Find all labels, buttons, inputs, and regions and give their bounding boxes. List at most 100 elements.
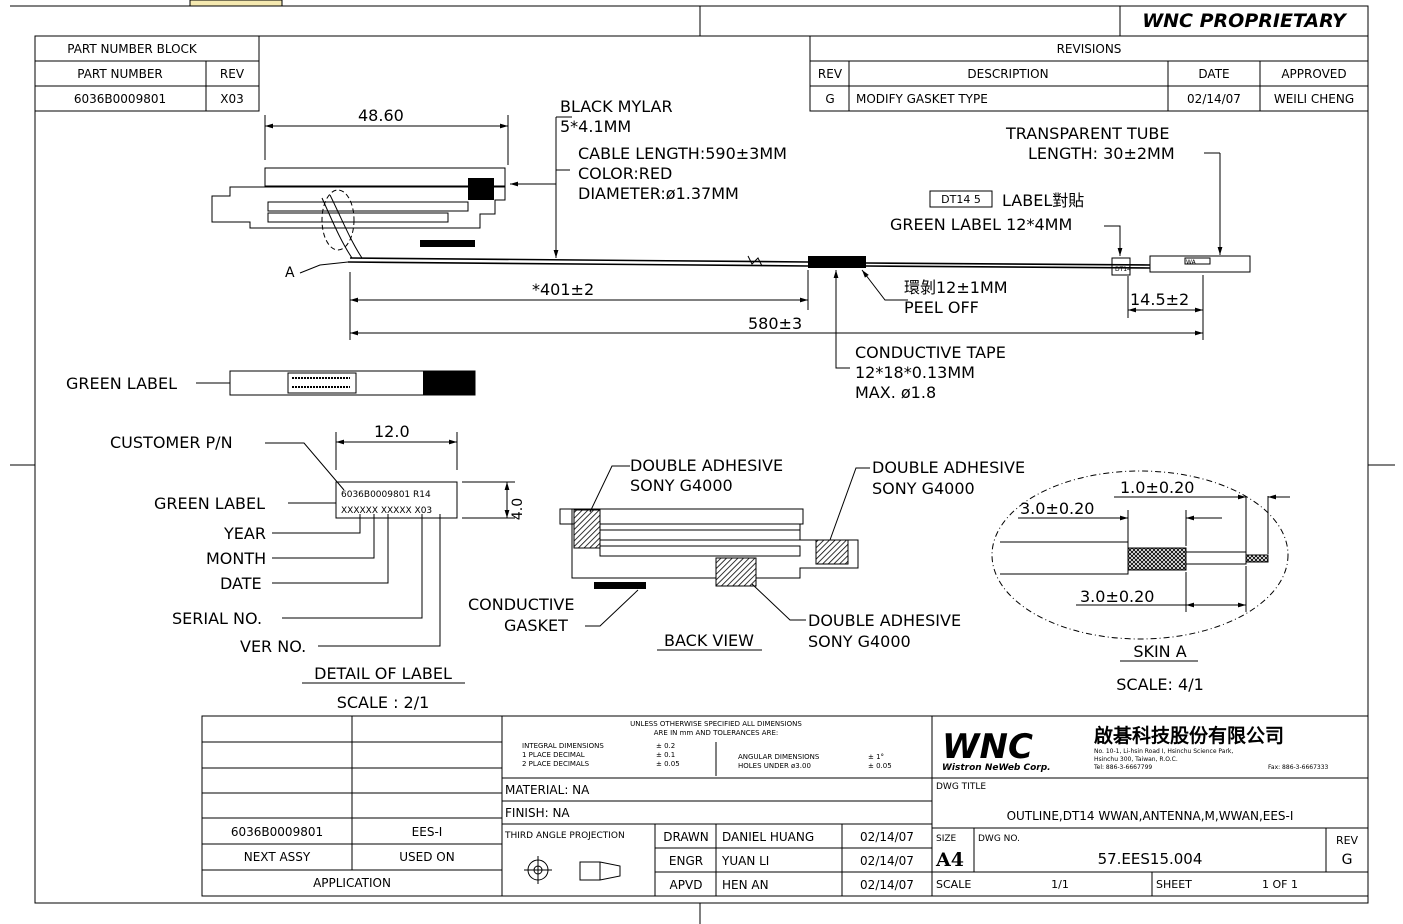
conductive-tape-note: CONDUCTIVE TAPE — [855, 343, 1006, 362]
serial-label: SERIAL NO. — [172, 609, 262, 628]
drawn-name: DANIEL HUANG — [722, 830, 814, 844]
title-block — [201, 715, 1369, 897]
dim-14-5: 14.5±2 — [1130, 290, 1189, 309]
part-block-title: PART NUMBER BLOCK — [67, 42, 198, 56]
company-chinese-name: 啟碁科技股份有限公司 — [1094, 724, 1284, 747]
drawn-date: 02/14/07 — [860, 830, 914, 844]
engr-date: 02/14/07 — [860, 854, 914, 868]
skin-a-title: SKIN A — [1133, 642, 1186, 661]
company-address-1: No. 10-1, Li-hsin Road I, Hsinchu Scienc… — [1094, 748, 1233, 755]
tol-2place-value: ± 0.05 — [656, 760, 680, 768]
date-label: DATE — [220, 574, 262, 593]
small-label-dt14: DT14 — [1115, 266, 1131, 273]
sheet-value: 1 OF 1 — [1262, 878, 1298, 891]
skin-a-view — [991, 470, 1290, 662]
green-label-view — [196, 370, 476, 396]
skin-dim-3: 3.0±0.20 — [1080, 587, 1154, 606]
tol-holes: HOLES UNDER ø3.00 — [738, 762, 811, 770]
ver-label: VER NO. — [240, 637, 306, 656]
skin-a-scale: SCALE: 4/1 — [1116, 675, 1204, 694]
detail-scale: SCALE : 2/1 — [337, 693, 430, 712]
back-view — [559, 465, 870, 651]
dim-4-0: 4.0 — [510, 498, 526, 520]
small-label-tube: WA — [1186, 259, 1197, 266]
tol-1place-value: ± 0.1 — [656, 751, 675, 759]
part-number-block — [34, 35, 260, 112]
tol-angular: ANGULAR DIMENSIONS — [738, 753, 820, 761]
part-rev-value: X03 — [220, 92, 244, 106]
cable-color-note: COLOR:RED — [578, 164, 672, 183]
engr-label: ENGR — [669, 854, 703, 868]
label-line-1: 6036B0009801 R14 — [341, 490, 431, 500]
double-adhesive-1: DOUBLE ADHESIVE — [630, 456, 783, 475]
dim-48-60: 48.60 — [358, 106, 404, 125]
material-label: MATERIAL: NA — [505, 783, 590, 797]
application-model: EES-I — [412, 825, 443, 839]
company-address-2: Hsinchu 300, Taiwan, R.O.C. — [1094, 756, 1178, 763]
month-label: MONTH — [206, 549, 266, 568]
tol-1place: 1 PLACE DECIMAL — [522, 751, 585, 759]
tolerance-heading-2: ARE IN mm AND TOLERANCES ARE: — [654, 729, 778, 737]
dim-401: *401±2 — [532, 280, 594, 299]
application-label: APPLICATION — [313, 876, 391, 890]
apvd-date: 02/14/07 — [860, 878, 914, 892]
marker-a: A — [285, 265, 295, 281]
rev-label: REV — [1336, 834, 1359, 847]
conductive-gasket-label: CONDUCTIVE — [468, 595, 574, 614]
rev-row-date: 02/14/07 — [1187, 92, 1241, 106]
conductive-tape-size: 12*18*0.13MM — [855, 363, 975, 382]
peel-length-note: 環剝12±1MM — [904, 278, 1008, 297]
gasket-label: GASKET — [504, 616, 568, 635]
used-on-label: USED ON — [399, 850, 454, 864]
tol-holes-value: ± 0.05 — [868, 762, 892, 770]
part-block-col-part: PART NUMBER — [77, 67, 163, 81]
tol-integral: INTEGRAL DIMENSIONS — [522, 742, 604, 750]
scale-value: 1/1 — [1051, 878, 1069, 891]
dwg-no-label: DWG NO. — [978, 834, 1020, 844]
projection-label: THIRD ANGLE PROJECTION — [504, 831, 625, 841]
tube-length-note: LENGTH: 30±2MM — [1028, 144, 1175, 163]
dwg-title: OUTLINE,DT14 WWAN,ANTENNA,M,WWAN,EES-I — [1007, 809, 1294, 823]
dim-12-0: 12.0 — [374, 422, 410, 441]
tube-note: TRANSPARENT TUBE — [1005, 124, 1170, 143]
revisions-title: REVISIONS — [1057, 42, 1122, 56]
tol-integral-value: ± 0.2 — [656, 742, 675, 750]
back-view-title: BACK VIEW — [664, 631, 754, 650]
engr-name: YUAN LI — [721, 854, 769, 868]
cable-length-note: CABLE LENGTH:590±3MM — [578, 144, 787, 163]
rev-header-rev: REV — [818, 67, 843, 81]
rev-row-rev: G — [825, 92, 834, 106]
company-tel: Tel: 886-3-6667799 — [1093, 764, 1152, 771]
company-english-name: Wistron NeWeb Corp. — [942, 763, 1051, 773]
double-adhesive-1-type: SONY G4000 — [630, 476, 733, 495]
double-adhesive-2-type: SONY G4000 — [872, 479, 975, 498]
customer-pn-label: CUSTOMER P/N — [110, 433, 233, 452]
apvd-label: APVD — [670, 878, 703, 892]
skin-dim-2: 3.0±0.20 — [1020, 499, 1094, 518]
double-adhesive-3-type: SONY G4000 — [808, 632, 911, 651]
green-label-detail: GREEN LABEL — [154, 494, 265, 513]
drawn-label: DRAWN — [663, 830, 709, 844]
wnc-logo: WNC — [942, 727, 1033, 767]
rev-header-description: DESCRIPTION — [967, 67, 1048, 81]
sheet-label: SHEET — [1156, 878, 1192, 891]
next-assy-label: NEXT ASSY — [244, 850, 311, 864]
dim-580: 580±3 — [748, 314, 802, 333]
label-box-text: DT14 5 — [941, 193, 981, 206]
double-adhesive-2: DOUBLE ADHESIVE — [872, 458, 1025, 477]
label-line-2: XXXXXX XXXXX X03 — [341, 506, 432, 516]
part-block-col-rev: REV — [220, 67, 245, 81]
scale-label: SCALE — [936, 878, 971, 891]
conductive-tape-max: MAX. ø1.8 — [855, 383, 936, 402]
green-label-size-note: GREEN LABEL 12*4MM — [890, 215, 1072, 234]
rev-header-approved: APPROVED — [1281, 67, 1346, 81]
finish-label: FINISH: NA — [505, 806, 570, 820]
rev-value: G — [1342, 852, 1353, 868]
application-part-number: 6036B0009801 — [231, 825, 323, 839]
dwg-no-value: 57.EES15.004 — [1098, 850, 1203, 868]
tol-2place: 2 PLACE DECIMALS — [522, 760, 590, 768]
apvd-name: HEN AN — [722, 878, 769, 892]
proprietary-label: WNC PROPRIETARY — [1142, 10, 1348, 32]
label-detail-view — [265, 432, 515, 684]
year-label: YEAR — [223, 524, 266, 543]
